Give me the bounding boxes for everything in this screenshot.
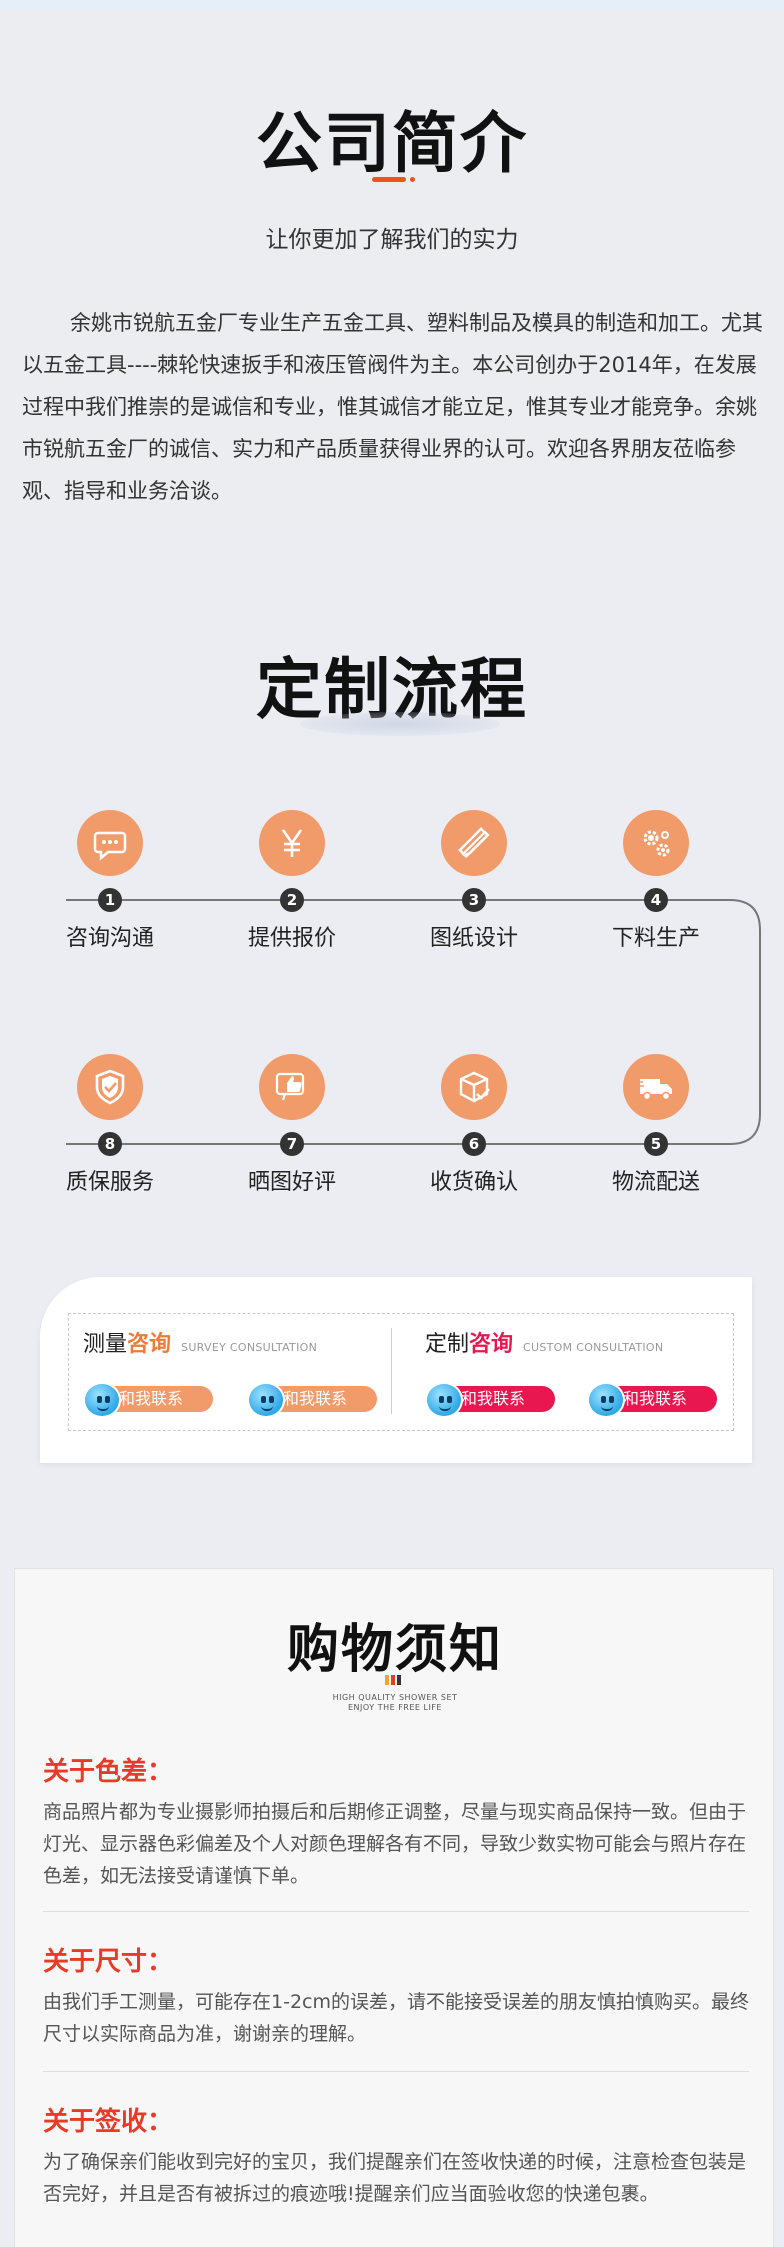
gears-icon <box>623 810 689 876</box>
package-check-icon <box>441 1054 507 1120</box>
shield-check-icon <box>77 1054 143 1120</box>
step-label: 图纸设计 <box>429 926 518 951</box>
step-label: 下料生产 <box>611 926 700 951</box>
step-label: 提供报价 <box>247 926 336 951</box>
step-label: 物流配送 <box>611 1170 700 1195</box>
notice-divider <box>43 1911 749 1912</box>
step-number: 1 <box>98 888 122 912</box>
intro-subtitle: 让你更加了解我们的实力 <box>265 227 519 253</box>
notice-text: 商品照片都为专业摄影师拍摄后和后期修正调整，尽量与现实商品保持一致。但由于灯光、… <box>43 1801 747 1887</box>
chat-mascot-icon <box>247 1382 285 1418</box>
contact-button-label: 和我联系 <box>607 1386 717 1412</box>
notice-size: 关于尺寸： 由我们手工测量，可能存在1-2cm的误差，请不能接受误差的朋友慎拍慎… <box>43 1941 749 2050</box>
process-title-shadow <box>300 712 500 736</box>
step-number: 7 <box>280 1132 304 1156</box>
step-number: 3 <box>462 888 486 912</box>
notice-color-difference: 关于色差： 商品照片都为专业摄影师拍摄后和后期修正调整，尽量与现实商品保持一致。… <box>43 1751 749 1892</box>
contact-button-label: 和我联系 <box>267 1386 377 1412</box>
notice-heading: 关于签收： <box>43 2107 174 2137</box>
step-number: 8 <box>98 1132 122 1156</box>
notice-text: 为了确保亲们能收到完好的宝贝，我们提醒亲们在签收快递的时候，注意检查包装是否完好… <box>43 2151 747 2205</box>
step-number: 5 <box>644 1132 668 1156</box>
contact-me-button[interactable]: 和我联系 <box>247 1382 377 1418</box>
step-label: 晒图好评 <box>247 1170 336 1195</box>
notice-english-tagline: HIGH QUALITY SHOWER SET ENJOY THE FREE L… <box>332 1693 458 1712</box>
consultation-divider <box>391 1328 392 1414</box>
chat-mascot-icon <box>83 1382 121 1418</box>
step-number: 2 <box>280 888 304 912</box>
thumbs-up-icon <box>259 1054 325 1120</box>
yen-icon <box>259 810 325 876</box>
notice-heading: 关于尺寸： <box>43 1947 174 1977</box>
step-number: 4 <box>644 888 668 912</box>
chat-mascot-icon <box>425 1382 463 1418</box>
notice-title-bars <box>385 1675 405 1685</box>
chat-bubble-icon <box>77 810 143 876</box>
notice-divider <box>43 2071 749 2072</box>
chat-mascot-icon <box>587 1382 625 1418</box>
contact-me-button[interactable]: 和我联系 <box>83 1382 213 1418</box>
notice-sign-for: 关于签收： 为了确保亲们能收到完好的宝贝，我们提醒亲们在签收快递的时候，注意检查… <box>43 2101 749 2210</box>
step-label: 质保服务 <box>65 1170 154 1195</box>
contact-button-label: 和我联系 <box>445 1386 555 1412</box>
top-strip <box>0 0 784 10</box>
company-intro-section: 公司简介 让你更加了解我们的实力 余姚市锐航五金厂专业生产五金工具、塑料制品及模… <box>0 10 784 532</box>
intro-title: 公司简介 <box>256 105 528 182</box>
contact-me-button[interactable]: 和我联系 <box>425 1382 555 1418</box>
ruler-pencil-icon <box>441 810 507 876</box>
shopping-notice-section: 购物须知 HIGH QUALITY SHOWER SET ENJOY THE F… <box>14 1568 774 2247</box>
intro-title-underline <box>372 177 415 182</box>
step-number: 6 <box>462 1132 486 1156</box>
contact-button-label: 和我联系 <box>103 1386 213 1412</box>
intro-body-text: 余姚市锐航五金厂专业生产五金工具、塑料制品及模具的制造和加工。尤其以五金工具--… <box>22 311 763 503</box>
step-label: 收货确认 <box>429 1170 518 1195</box>
contact-me-button[interactable]: 和我联系 <box>587 1382 717 1418</box>
truck-icon <box>623 1054 689 1120</box>
notice-title: 购物须知 <box>286 1620 503 1680</box>
notice-text: 由我们手工测量，可能存在1-2cm的误差，请不能接受误差的朋友慎拍慎购买。最终尺… <box>43 1991 749 2045</box>
notice-heading: 关于色差： <box>43 1757 174 1787</box>
step-label: 咨询沟通 <box>65 926 154 951</box>
